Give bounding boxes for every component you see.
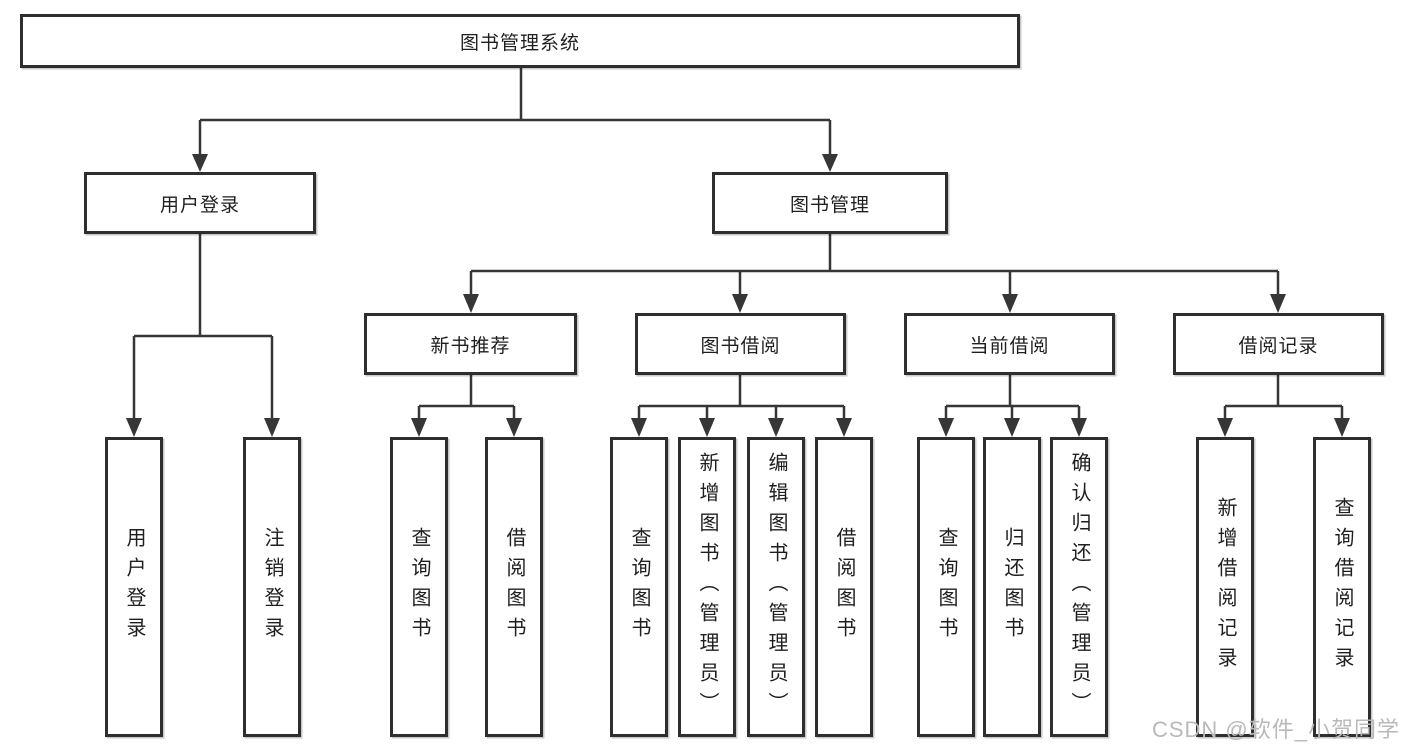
leaf-label: 用户登录 xyxy=(123,527,145,647)
leaf-logout: 注销登录 xyxy=(243,437,301,737)
leaf-label: 查询图书 xyxy=(408,527,430,647)
node-label: 图书借阅 xyxy=(700,335,781,357)
node-book-management: 图书管理 xyxy=(712,172,948,234)
leaf-recommend-borrow-book: 借阅图书 xyxy=(485,437,543,737)
leaf-recommend-query-book: 查询图书 xyxy=(390,437,448,737)
node-borrow-record: 借阅记录 xyxy=(1173,313,1384,375)
node-label: 当前借阅 xyxy=(969,335,1050,357)
leaf-label: 编辑图书（管理员） xyxy=(765,452,787,722)
leaf-label: 注销登录 xyxy=(261,527,283,647)
csdn-watermark: CSDN @软件_小贺同学 xyxy=(1151,717,1400,742)
leaf-current-confirm-return-admin: 确认归还（管理员） xyxy=(1050,437,1108,737)
leaf-label: 查询图书 xyxy=(628,527,650,647)
leaf-label: 借阅图书 xyxy=(833,527,855,647)
leaf-current-query-book: 查询图书 xyxy=(917,437,975,737)
leaf-label: 归还图书 xyxy=(1001,527,1023,647)
leaf-borrow-borrow-book: 借阅图书 xyxy=(815,437,873,737)
leaf-label: 查询借阅记录 xyxy=(1331,497,1353,677)
node-library-management-system: 图书管理系统 xyxy=(20,14,1020,68)
leaf-label: 确认归还（管理员） xyxy=(1068,452,1090,722)
node-label: 用户登录 xyxy=(159,194,240,216)
node-label: 新书推荐 xyxy=(430,335,511,357)
leaf-user-login: 用户登录 xyxy=(105,437,163,737)
leaf-current-return-book: 归还图书 xyxy=(983,437,1041,737)
leaf-borrow-edit-book-admin: 编辑图书（管理员） xyxy=(747,437,805,737)
leaf-label: 借阅图书 xyxy=(503,527,525,647)
leaf-record-add-borrow-record: 新增借阅记录 xyxy=(1196,437,1254,737)
leaf-label: 查询图书 xyxy=(935,527,957,647)
node-label: 图书管理 xyxy=(789,194,870,216)
arrowheads xyxy=(126,154,1350,437)
node-label: 借阅记录 xyxy=(1238,335,1319,357)
leaf-borrow-query-book: 查询图书 xyxy=(610,437,668,737)
node-label: 图书管理系统 xyxy=(459,32,580,54)
node-book-borrow: 图书借阅 xyxy=(635,313,846,375)
node-current-borrow: 当前借阅 xyxy=(904,313,1115,375)
leaf-record-query-borrow-record: 查询借阅记录 xyxy=(1313,437,1371,737)
node-new-book-recommend: 新书推荐 xyxy=(364,313,577,375)
node-user-login: 用户登录 xyxy=(84,172,316,234)
leaf-borrow-add-book-admin: 新增图书（管理员） xyxy=(678,437,736,737)
leaf-label: 新增借阅记录 xyxy=(1214,497,1236,677)
leaf-label: 新增图书（管理员） xyxy=(696,452,718,722)
